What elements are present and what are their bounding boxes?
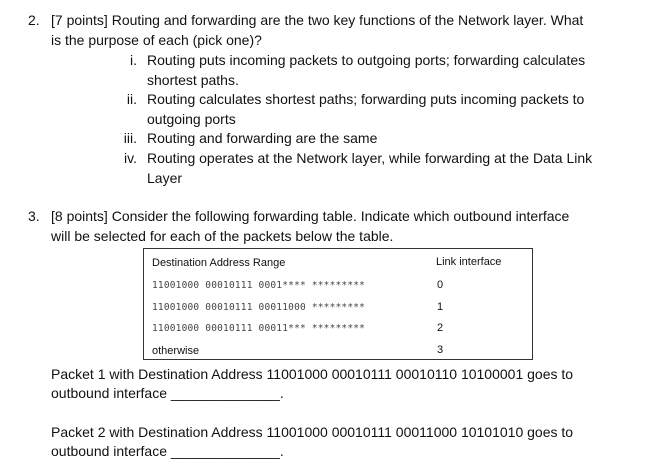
packet-1-line-2: outbound interface ______________. [51, 385, 284, 401]
question-2-number: 2. [28, 12, 40, 28]
table-row-4-link: 3 [437, 344, 444, 356]
option-i-text-line-1: Routing puts incoming packets to outgoin… [147, 52, 586, 68]
option-i-text-line-2: shortest paths. [147, 72, 239, 88]
table-row-3-range: 11001000 00010111 00011*** ********* [152, 323, 366, 334]
option-ii-text-line-1: Routing calculates shortest paths; forwa… [147, 91, 585, 107]
option-iii-text: Routing and forwarding are the same [147, 130, 378, 146]
option-iv: iv. Routing operates at the Network laye… [0, 149, 672, 188]
forwarding-table: Destination Address Range Link interface… [143, 248, 533, 360]
option-iii-number: iii. [123, 130, 137, 146]
packet-2-line-2: outbound interface ______________. [51, 443, 284, 459]
option-iii: iii. Routing and forwarding are the same [0, 129, 672, 149]
question-3-prompt-line-2: will be selected for each of the packets… [51, 228, 394, 244]
question-2-prompt-line-1: [7 points] Routing and forwarding are th… [51, 12, 584, 28]
table-row-2-link: 1 [437, 301, 444, 313]
option-iv-text-line-1: Routing operates at the Network layer, w… [147, 150, 593, 166]
table-row-2-range: 11001000 00010111 00011000 ********* [152, 302, 366, 313]
table-row-3-link: 2 [437, 322, 444, 334]
option-ii: ii. Routing calculates shortest paths; f… [0, 90, 672, 129]
table-row-4-range: otherwise [152, 345, 200, 357]
option-ii-text-line-2: outgoing ports [147, 111, 236, 127]
option-iv-text-line-2: Layer [147, 170, 183, 186]
header-destination-range: Destination Address Range [152, 257, 286, 269]
question-2: 2. [7 points] Routing and forwarding are… [0, 11, 672, 51]
packet-1-line-1: Packet 1 with Destination Address 110010… [51, 366, 574, 382]
option-ii-number: ii. [126, 91, 137, 107]
option-i: i. Routing puts incoming packets to outg… [0, 51, 672, 90]
table-row-1-link: 0 [437, 279, 444, 291]
question-3: 3. [8 points] Consider the following for… [0, 207, 672, 247]
table-row-1-range: 11001000 00010111 0001**** ********* [152, 280, 366, 291]
question-3-number: 3. [28, 208, 40, 224]
question-2-prompt-line-2: is the purpose of each (pick one)? [51, 32, 262, 48]
option-iv-number: iv. [124, 150, 137, 166]
option-i-number: i. [130, 52, 137, 68]
packet-2-line-1: Packet 2 with Destination Address 110010… [51, 424, 574, 440]
header-link-interface: Link interface [436, 256, 502, 268]
question-3-prompt-line-1: [8 points] Consider the following forwar… [51, 208, 570, 224]
